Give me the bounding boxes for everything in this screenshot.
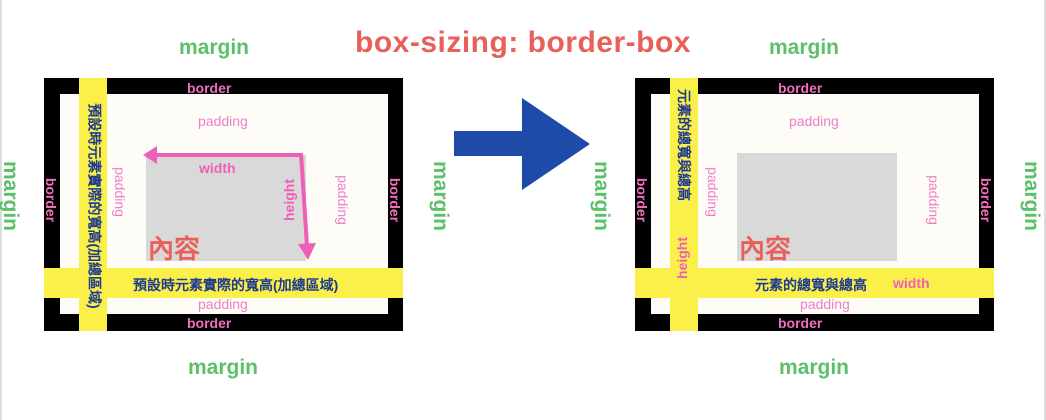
width-arrow — [143, 146, 301, 164]
right-vertical-total-bar — [670, 78, 698, 331]
right-margin-right-label: margin — [1020, 160, 1044, 232]
right-content-label: 內容 — [739, 234, 792, 264]
frame-left-edge — [0, 0, 2, 420]
right-border-top-label: border — [778, 80, 823, 96]
right-padding-top-label: padding — [789, 113, 839, 129]
frame-right-edge — [1044, 0, 1046, 420]
right-arrow-icon — [454, 98, 590, 190]
left-padding-right-label: padding — [334, 175, 351, 225]
left-border-bottom-label: border — [187, 315, 232, 331]
left-height-label: height — [281, 179, 297, 221]
left-padding-bottom-label: padding — [198, 296, 248, 312]
right-padding-right-label: padding — [925, 175, 942, 225]
left-border-top-label: border — [187, 80, 232, 96]
left-margin-left-label: margin — [0, 160, 23, 232]
diagram-title: box-sizing: border-box — [355, 26, 691, 59]
right-padding-bottom-label: padding — [800, 296, 850, 312]
left-border-left-label: border — [43, 177, 60, 223]
right-width-label: width — [893, 275, 930, 291]
left-margin-right-label: margin — [429, 160, 453, 232]
left-dimension-arrows — [143, 146, 316, 260]
right-padding-left-label: padding — [704, 167, 721, 217]
right-height-label: height — [674, 237, 690, 279]
left-content-box — [146, 155, 306, 261]
left-padding-top-label: padding — [198, 113, 248, 129]
left-vertical-total-text: 預設時元素實際的寬高(加總區域) — [86, 103, 103, 309]
left-content-label: 內容 — [148, 234, 201, 264]
right-border-left-label: border — [634, 177, 651, 223]
left-vertical-total-bar — [79, 78, 107, 331]
left-margin-top-label: margin — [179, 36, 250, 59]
left-horizontal-total-text: 預設時元素實際的寬高(加總區域) — [133, 277, 339, 293]
right-border-bottom-label: border — [778, 315, 823, 331]
right-border-right-label: border — [978, 177, 995, 223]
right-vertical-total-text: 元素的總寬與總高 — [676, 89, 692, 201]
right-content-box — [737, 153, 897, 261]
left-padding-left-label: padding — [111, 167, 128, 217]
right-horizontal-total-text: 元素的總寬與總高 — [755, 277, 867, 293]
left-width-label: width — [199, 160, 236, 176]
left-margin-bottom-label: margin — [188, 356, 259, 379]
right-margin-top-label: margin — [769, 36, 840, 59]
right-margin-left-label: margin — [590, 160, 614, 232]
left-border-right-label: border — [387, 177, 404, 223]
right-margin-bottom-label: margin — [779, 356, 850, 379]
height-arrow — [298, 152, 316, 260]
